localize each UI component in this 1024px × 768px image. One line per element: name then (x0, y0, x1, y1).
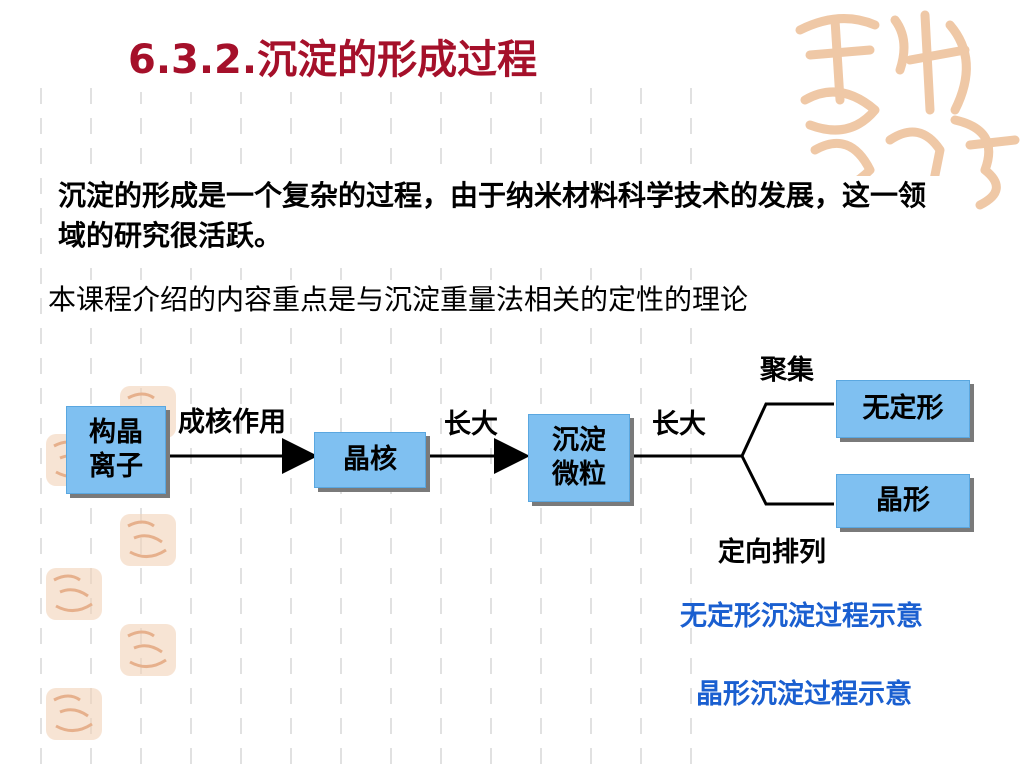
node-particle-line1: 沉淀 (552, 425, 606, 456)
intro-paragraph: 沉淀的形成是一个复杂的过程，由于纳米材料科学技术的发展，这一领域的研究很活跃。 (58, 176, 948, 256)
seal-decoration-small (120, 624, 176, 676)
branch-upper (740, 402, 834, 457)
focus-paragraph: 本课程介绍的内容重点是与沉淀重量法相关的定性的理论 (48, 280, 749, 320)
node-ions-line2: 离子 (89, 451, 143, 482)
seal-decoration-large (795, 10, 1020, 210)
caption-crystal-process[interactable]: 晶形沉淀过程示意 (696, 679, 912, 710)
caption-amorphous-process[interactable]: 无定形沉淀过程示意 (680, 601, 923, 632)
node-nucleus: 晶核 (314, 432, 426, 488)
edge-label-aggregate: 聚集 (760, 355, 814, 386)
edge-label-orient: 定向排列 (718, 537, 826, 568)
node-particle: 沉淀微粒 (528, 414, 630, 502)
node-ions-line1: 构晶 (89, 417, 143, 448)
branch-lower (740, 455, 834, 506)
edge-label-grow2: 长大 (652, 409, 706, 440)
node-ions: 构晶离子 (66, 406, 166, 494)
page-title: 6.3.2.沉淀的形成过程 (120, 28, 546, 92)
seal-decoration-small (46, 688, 102, 740)
node-amorphous: 无定形 (836, 380, 970, 438)
seal-decoration-small (120, 514, 176, 566)
node-crystalline: 晶形 (836, 474, 970, 528)
edge-label-grow1: 长大 (444, 409, 498, 440)
edge-label-nucleation: 成核作用 (178, 407, 286, 438)
seal-decoration-small (46, 568, 102, 620)
node-particle-line2: 微粒 (552, 459, 606, 490)
